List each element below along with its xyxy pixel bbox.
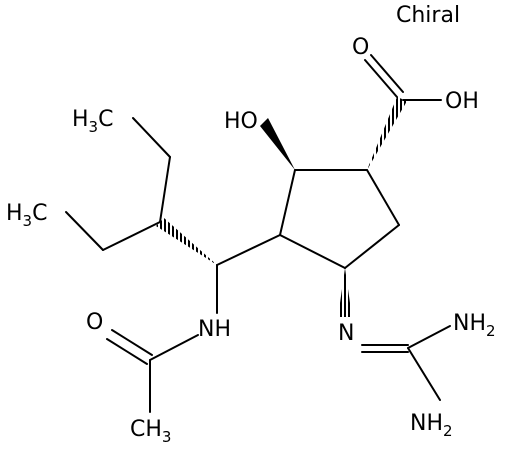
hashed-wedge-c4-n — [338, 268, 352, 317]
atom-amine-bottom: NH2 — [410, 411, 453, 440]
bond-ring-c4-c3 — [279, 234, 346, 269]
bond-ch2-ch3-left — [65, 211, 104, 251]
atom-amine-top: NH2 — [453, 311, 496, 340]
atom-hydroxyl: HO — [224, 109, 258, 134]
bond-co-o-double-b — [106, 338, 148, 365]
bond-ch2-ch — [159, 156, 171, 223]
bond-ch2-ch3-top — [132, 117, 171, 158]
bond-ring-c3-c2 — [279, 169, 296, 236]
bond-c-nh2-bottom — [407, 347, 441, 401]
atom-methyl-left: H3C — [6, 201, 47, 230]
bond-ring-c1-c5 — [366, 169, 400, 226]
atom-labels: O OH HO H3C H3C NH O CH3 N NH2 NH2 — [6, 35, 496, 446]
bond-ch-ch2-left — [102, 221, 161, 251]
atom-acetyl-methyl: CH3 — [130, 417, 171, 446]
atom-imine-n: N — [338, 321, 354, 346]
bond-nh-co — [149, 334, 199, 361]
atom-carbonyl-o: O — [352, 35, 369, 60]
solid-wedge-c2-oh — [260, 118, 295, 170]
bond-lines — [65, 54, 451, 413]
chiral-label: Chiral — [396, 3, 460, 28]
atom-methyl-top: H3C — [72, 107, 113, 136]
bond-co-o-double-a — [111, 329, 153, 356]
atom-acid-oh: OH — [445, 89, 479, 114]
stereo-bonds — [156, 97, 407, 317]
hashed-wedge-c1-cooh — [367, 97, 407, 170]
bond-c3-ch — [216, 234, 281, 266]
hashed-wedge-ch-pentyl — [156, 218, 217, 265]
bond-c-nh2-top — [407, 325, 451, 349]
bond-c-o-double-a — [364, 59, 398, 98]
atom-amide-nh: NH — [198, 317, 231, 342]
bond-ring-c5-c4 — [344, 224, 400, 269]
atom-amide-o: O — [86, 310, 103, 335]
bond-c-o-double-b — [370, 54, 404, 93]
